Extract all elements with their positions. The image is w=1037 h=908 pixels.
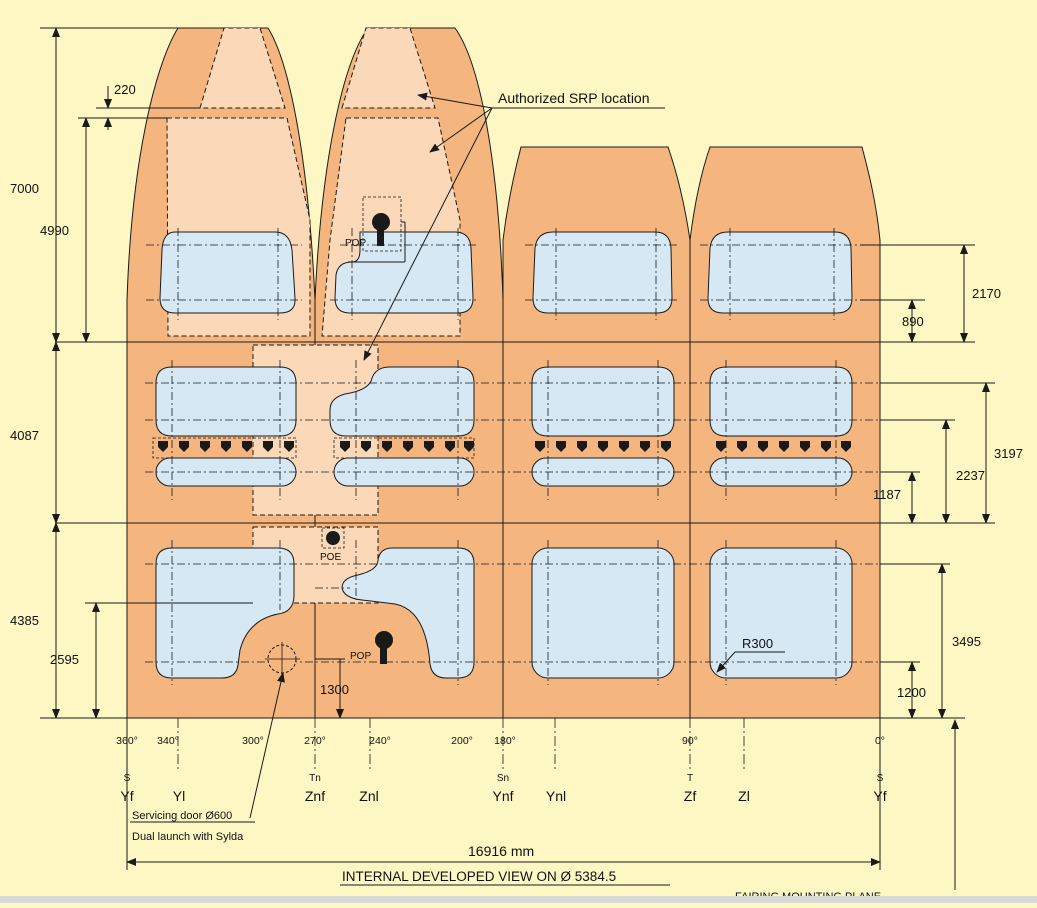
angle-340: 340° [157, 735, 179, 747]
axis-znl: Znl [359, 788, 378, 804]
dim-2170: 2170 [972, 286, 1001, 301]
poe-marker [321, 527, 345, 549]
teeth-strip-4 [716, 441, 851, 452]
dual-launch-label: Dual launch with Sylda [132, 831, 244, 843]
dim-1300: 1300 [320, 682, 349, 697]
cutouts [155, 231, 853, 679]
teeth-strip-1 [158, 441, 294, 452]
dim-7000: 7000 [10, 181, 39, 196]
angle-360: 360° [116, 735, 138, 747]
teeth-strip-3 [535, 441, 671, 452]
bottom-strip [0, 896, 1037, 903]
dim-2237: 2237 [956, 468, 985, 483]
poe-label: POE [320, 552, 341, 563]
pop-bottom-label: POP [350, 651, 371, 662]
view-title: INTERNAL DEVELOPED VIEW ON Ø 5384.5 [342, 869, 616, 884]
axis-s-right: S [877, 773, 884, 784]
pop-top-marker [362, 196, 402, 252]
angle-0: 0° [875, 735, 885, 747]
dim-4087: 4087 [10, 428, 39, 443]
pop-top-label: POP [345, 238, 366, 249]
servicing-door [265, 642, 300, 676]
angle-300: 300° [242, 735, 264, 747]
axis-t: T [687, 773, 693, 784]
axis-s-left: S [124, 773, 131, 784]
axis-sn: Sn [497, 773, 509, 784]
axis-tn: Tn [309, 773, 321, 784]
total-width-label: 16916 mm [468, 843, 534, 859]
servicing-label: Servicing door Ø600 [132, 810, 232, 822]
axis-znf: Znf [305, 788, 325, 804]
dim-1200: 1200 [897, 685, 926, 700]
angle-180: 180° [494, 735, 516, 747]
angle-200: 200° [451, 735, 473, 747]
angle-240: 240° [369, 735, 391, 747]
axis-ynf: Ynf [492, 788, 513, 804]
teeth-outline [152, 437, 475, 459]
pop-bottom-marker [375, 631, 393, 664]
axis-zl: Zl [738, 788, 750, 804]
r300-label: R300 [742, 636, 773, 651]
dim-1187: 1187 [873, 487, 901, 502]
teeth-strip-2 [340, 441, 474, 452]
axis-zf: Zf [684, 788, 697, 804]
angle-270: 270° [304, 735, 326, 747]
dim-4990: 4990 [40, 223, 69, 238]
dim-3197: 3197 [994, 446, 1023, 461]
dim-890: 890 [902, 314, 924, 329]
leader-lines [130, 92, 785, 823]
cutout-center-lines [145, 228, 880, 685]
axis-sub-labels: S Tn Sn T S [124, 773, 884, 784]
axis-ynl: Ynl [546, 788, 566, 804]
axis-main-labels: Yf Yl Znf Znl Ynf Ynl Zf Zl Yf [120, 788, 886, 804]
dim-4385: 4385 [10, 613, 39, 628]
dim-2595: 2595 [50, 652, 79, 667]
axis-yl: Yl [173, 788, 185, 804]
axis-yf-left: Yf [120, 788, 133, 804]
angle-labels: 360° 340° 300° 270° 240° 200° 180° 90° 0… [116, 735, 885, 747]
angle-90: 90° [682, 735, 698, 747]
srp-label: Authorized SRP location [498, 90, 650, 106]
dim-3495: 3495 [952, 634, 981, 649]
axis-yf-right: Yf [873, 788, 886, 804]
dimension-lines [40, 27, 995, 890]
dim-220: 220 [114, 82, 136, 97]
